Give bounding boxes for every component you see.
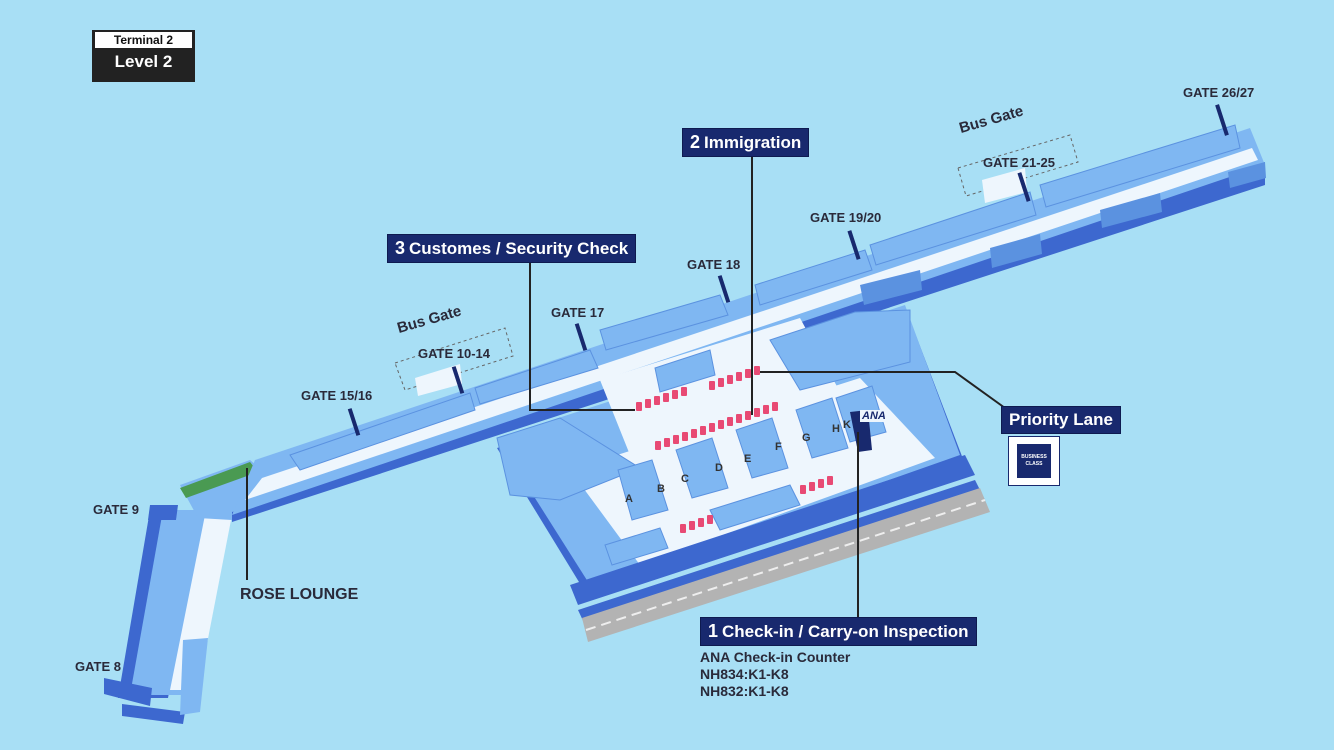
counter-e-label: E <box>744 453 752 465</box>
gate-26-27-post <box>1215 104 1229 136</box>
counter-k-label: K <box>843 419 851 431</box>
gate-19-20-label: GATE 19/20 <box>810 210 882 225</box>
counter-f-label: F <box>775 441 782 453</box>
north-block-1 <box>289 392 476 471</box>
gate-9-label: GATE 9 <box>93 502 139 517</box>
counter-c-label: C <box>681 473 689 485</box>
gate-26-27-label: GATE 26/27 <box>1183 85 1255 100</box>
counter-d-label: D <box>715 462 723 474</box>
gate-17-label: GATE 17 <box>551 305 605 320</box>
east-wing <box>769 309 911 391</box>
west-wing <box>496 417 642 501</box>
south-pier-tip <box>122 704 185 724</box>
north-block-2 <box>474 349 599 405</box>
gate-21-25-label: GATE 21-25 <box>983 155 1056 170</box>
island-e-f <box>735 417 789 479</box>
priority-lane-label: Priority Lane <box>1009 410 1113 429</box>
north-block-6 <box>1039 124 1241 208</box>
checkin-info-title: ANA Check-in Counter <box>700 649 851 665</box>
customs-step-number: 3 <box>395 238 406 258</box>
gate-21-25-post <box>1017 172 1031 202</box>
immigration-booths <box>654 349 716 393</box>
island-g-h <box>795 397 849 459</box>
priority-leader <box>760 371 1006 409</box>
checkin-step-number: 1 <box>708 621 719 641</box>
gate-18-post <box>717 275 731 303</box>
gate-10-14-post <box>451 366 465 394</box>
rose-lounge-area <box>180 462 258 498</box>
checkin-info-flight2: NH832:K1-K8 <box>700 683 789 699</box>
gate-8-label: GATE 8 <box>75 659 121 674</box>
south-block-3 <box>1100 193 1162 228</box>
immigration-step-label: Immigration <box>704 133 802 152</box>
checkin-info-flight1: NH834:K1-K8 <box>700 666 789 682</box>
north-block-5 <box>869 191 1037 266</box>
north-block-4 <box>754 249 873 306</box>
terminal-label: Terminal 2 <box>95 32 192 48</box>
gate-9-bridge <box>148 505 178 520</box>
immigration-step-number: 2 <box>690 132 701 152</box>
road-marking <box>585 499 986 631</box>
gate-17-post <box>574 323 588 351</box>
north-block-3 <box>599 294 729 351</box>
south-block-4 <box>1228 162 1266 188</box>
south-block-2 <box>990 234 1042 268</box>
customs-leader <box>529 262 635 411</box>
south-pier-wing <box>180 638 208 715</box>
gate-18-label: GATE 18 <box>687 257 741 272</box>
ana-logo: ANA <box>860 410 888 422</box>
southwest-island <box>604 527 669 566</box>
security-counters-lower <box>655 402 778 450</box>
gate-19-20-post <box>847 230 861 260</box>
island-c-d <box>675 437 729 499</box>
level-label: Level 2 <box>114 52 173 71</box>
gate-15-16-post <box>347 408 361 436</box>
business-class-line2: CLASS <box>1025 461 1043 467</box>
gate-15-16-label: GATE 15/16 <box>301 388 373 403</box>
counter-h-label: H <box>832 423 840 435</box>
business-class-sign: BUSINESS CLASS <box>1017 444 1051 478</box>
gate-8-bridge <box>104 678 152 706</box>
island-a-b <box>617 459 669 521</box>
business-class-line1: BUSINESS <box>1021 454 1047 460</box>
bus-gate-right-room <box>982 168 1027 203</box>
customs-step-label: Customes / Security Check <box>409 239 629 258</box>
terminal-level-badge: Terminal 2 Level 2 <box>92 30 195 82</box>
security-counters-upper <box>636 366 760 411</box>
business-class-icon: BUSINESS CLASS <box>1008 436 1060 486</box>
baggage-counters <box>680 476 833 533</box>
counter-b-label: B <box>657 483 665 495</box>
curb-upper <box>570 455 975 605</box>
rose-lounge-label: ROSE LOUNGE <box>240 586 359 603</box>
counter-g-label: G <box>802 432 811 444</box>
gate-10-14-label: GATE 10-14 <box>418 346 491 361</box>
bus-gate-left-area <box>394 327 514 391</box>
bus-gate-left-room <box>415 364 462 396</box>
checkin-step-label: Check-in / Carry-on Inspection <box>722 622 969 641</box>
bus-gate-right-area <box>957 134 1079 197</box>
south-block-1 <box>860 270 922 305</box>
south-island <box>709 484 801 531</box>
counter-a-label: A <box>625 493 633 505</box>
priority-lane-callout: Priority Lane <box>1001 406 1121 434</box>
